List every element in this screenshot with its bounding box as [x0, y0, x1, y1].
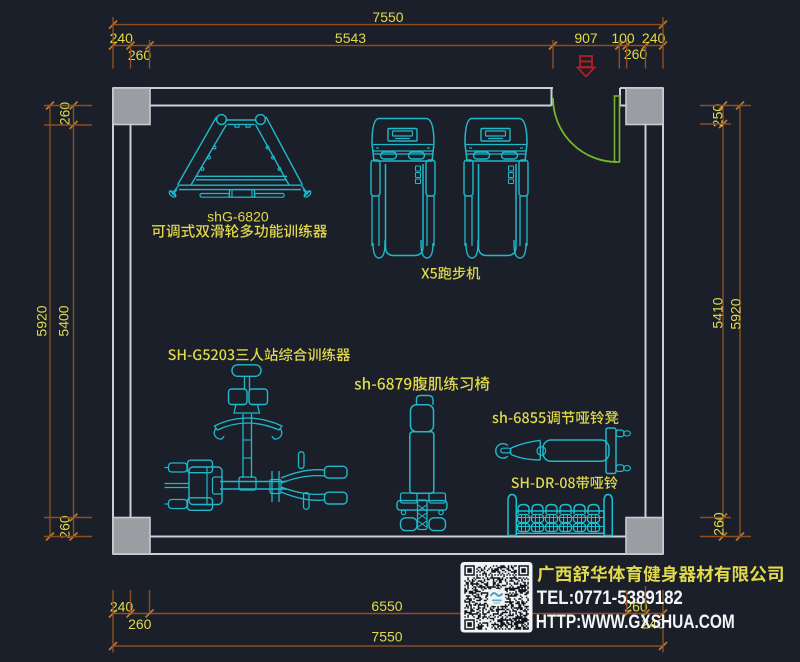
svg-text:5920: 5920	[728, 298, 744, 329]
svg-text:240: 240	[641, 616, 665, 632]
svg-text:260: 260	[624, 599, 648, 615]
svg-text:shG-6820: shG-6820	[207, 209, 269, 225]
svg-text:5920: 5920	[34, 305, 50, 336]
svg-text:6550: 6550	[371, 598, 402, 614]
svg-text:907: 907	[574, 30, 598, 46]
svg-text:7550: 7550	[372, 9, 403, 25]
svg-text:260: 260	[624, 46, 648, 62]
svg-text:260: 260	[57, 515, 73, 539]
svg-text:TEL:0771-5389182: TEL:0771-5389182	[537, 588, 683, 609]
svg-text:250: 250	[710, 104, 726, 128]
svg-text:100: 100	[611, 30, 635, 46]
svg-text:5400: 5400	[56, 305, 72, 336]
svg-text:260: 260	[128, 616, 152, 632]
svg-text:240: 240	[642, 30, 666, 46]
svg-text:5543: 5543	[335, 30, 366, 46]
svg-text:HTTP:WWW.GXSHUA.COM: HTTP:WWW.GXSHUA.COM	[536, 612, 735, 633]
svg-text:260: 260	[57, 102, 73, 126]
svg-text:240: 240	[110, 30, 134, 46]
svg-text:260: 260	[711, 512, 727, 536]
svg-text:7550: 7550	[371, 629, 402, 645]
svg-text:260: 260	[128, 47, 152, 63]
svg-text:240: 240	[110, 599, 134, 615]
svg-text:5410: 5410	[710, 297, 726, 328]
